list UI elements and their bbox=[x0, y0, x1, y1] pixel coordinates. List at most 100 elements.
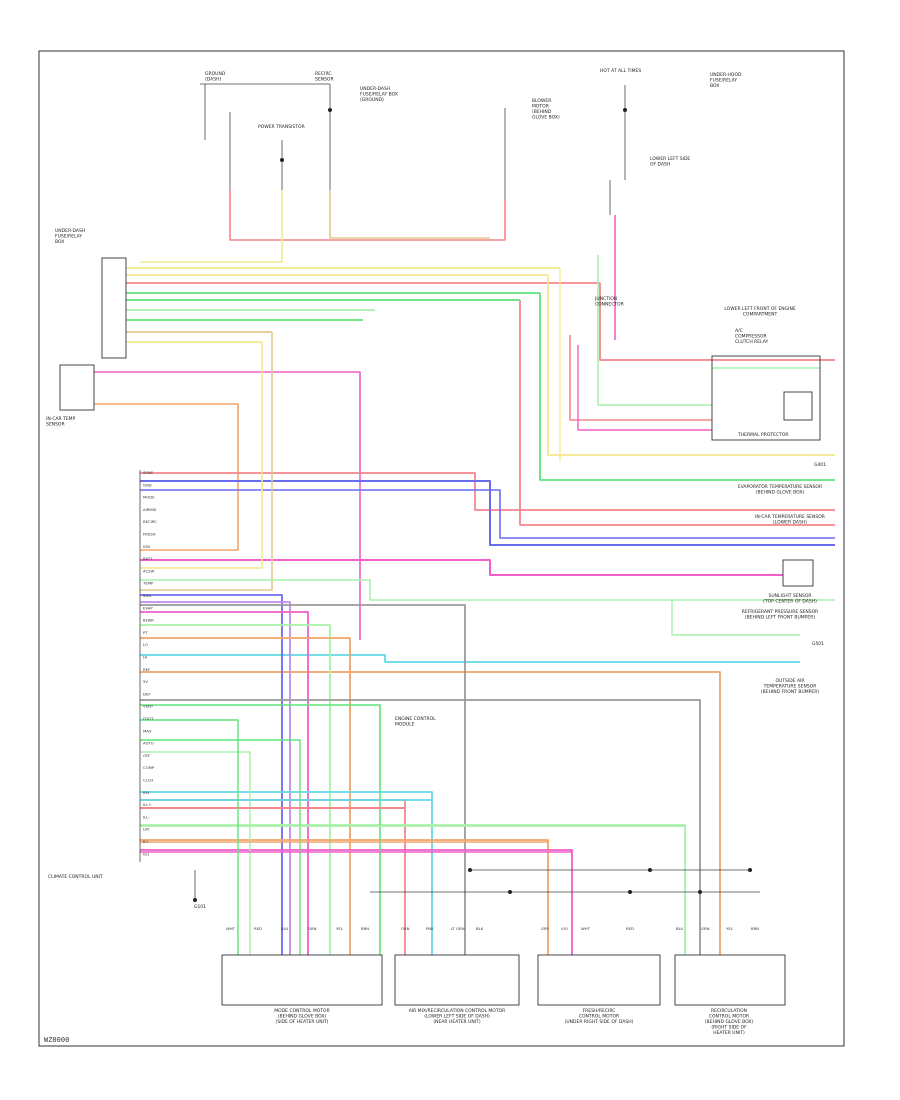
ccu-pin-label: 5V bbox=[143, 679, 148, 684]
label-outside-air-sensor-line: OUTSIDE AIR bbox=[775, 678, 804, 684]
terminal-code: BLU bbox=[676, 926, 684, 931]
structure bbox=[59, 83, 821, 1006]
relay-dot bbox=[280, 158, 284, 162]
label-climate-sensor-box-line: (LOWER DASH) bbox=[773, 520, 807, 526]
ccu-pin-label: ILL- bbox=[143, 814, 150, 819]
wire-lgrn-mode3 bbox=[140, 751, 251, 955]
label-outside-air-sensor-line: (BEHIND FRONT BUMPER) bbox=[761, 689, 819, 695]
ccu-pin-label: HI bbox=[143, 655, 147, 660]
label-under-dash-fuse-2-line: (GROUND) bbox=[360, 97, 384, 103]
label-mode-control-motor-line: (BEHIND GLOVE BOX) bbox=[278, 1014, 327, 1020]
label-mode-control-motor-line: (SIDE OF HEATER UNIT) bbox=[276, 1019, 329, 1025]
label-evaporator-sensor-line: (BEHIND GLOVE BOX) bbox=[756, 490, 805, 496]
label-in-car-sensor-line: SENSOR bbox=[46, 422, 65, 428]
label-lower-left-dash-line: LOWER LEFT SIDE bbox=[650, 156, 690, 162]
ref-dot-2 bbox=[748, 868, 752, 872]
wire-ccu-red bbox=[140, 472, 835, 511]
label-climate-control-unit-line: CLIMATE CONTROL UNIT bbox=[48, 874, 103, 880]
ccu-pin-label: SENS bbox=[143, 470, 154, 475]
wires bbox=[94, 190, 835, 955]
wire-orng-mode bbox=[140, 637, 351, 955]
ccu-pin-label: VENT bbox=[143, 704, 154, 709]
wire-lgrn-recirc bbox=[140, 824, 686, 955]
terminal-code: GRN bbox=[701, 926, 710, 931]
ccu-pin-label: FOOT bbox=[143, 716, 154, 721]
label-climate-sensor-box-line: IN-CAR TEMPERATURE SENSOR bbox=[755, 514, 825, 520]
label-blower-motor-line: (BEHIND bbox=[532, 109, 552, 115]
label-refrigerant-pressure-sensor-line: REFRIGERANT PRESSURE SENSOR bbox=[742, 609, 819, 615]
label-thermal-protector: THERMAL PROTECTOR bbox=[737, 432, 789, 438]
wire-incar-2 bbox=[94, 403, 239, 551]
ccu-pin-label: FRESH bbox=[143, 532, 156, 537]
wire-blue-mode bbox=[140, 594, 283, 955]
label-recirc-control-motor-line: (RIGHT SIDE OF bbox=[711, 1025, 747, 1031]
label-outside-air-sensor-line: TEMPERATURE SENSOR bbox=[763, 684, 817, 690]
terminal-code: WHT bbox=[226, 926, 236, 931]
label-fresh-recirc-motor-line: FRESH/RECIRC bbox=[583, 1008, 616, 1014]
wire-ccu-yel bbox=[140, 342, 263, 569]
label-under-hood-fuse-box-line: UNDER-HOOD bbox=[710, 72, 742, 78]
ccu-pin-label: ACSW bbox=[143, 568, 155, 573]
ccu-pin-label: REF bbox=[143, 667, 150, 672]
terminal-code: RED bbox=[626, 926, 634, 931]
wire-lgrn-mode bbox=[140, 624, 331, 955]
in-car-sensor-box bbox=[59, 364, 95, 411]
terminal-code: RED bbox=[254, 926, 262, 931]
wire-grn-mode2 bbox=[140, 739, 301, 955]
fuse-dot bbox=[328, 108, 332, 112]
wire-grn-evap bbox=[539, 293, 835, 481]
label-recirc-control-motor-line: HEATER UNIT) bbox=[713, 1030, 745, 1036]
wire-ccu-orng-recirc bbox=[140, 671, 721, 955]
terminal-code: GRY bbox=[541, 926, 549, 931]
gnd-dot-1 bbox=[628, 890, 632, 894]
wire-pink-fresh bbox=[140, 849, 573, 955]
terminal-code: BRN bbox=[751, 926, 759, 931]
label-ground-g501-line: G501 bbox=[812, 641, 824, 647]
wire-red-sensor bbox=[519, 300, 835, 526]
mode-motor-box bbox=[221, 954, 383, 1006]
wire-red-airmix bbox=[140, 799, 406, 955]
ccu-pin-label: BLWR bbox=[143, 618, 154, 623]
label-sunlight-sensor-line: SUNLIGHT SENSOR bbox=[769, 593, 812, 599]
label-recirc-control-motor-line: (BEHIND GLOVE BOX) bbox=[705, 1019, 754, 1025]
ccu-pin-label: BATT bbox=[143, 556, 153, 561]
wire-ccu-blue2 bbox=[140, 489, 835, 539]
wire-pink-therm bbox=[577, 345, 712, 431]
label-front-right-speaker-line: LOWER LEFT FRONT OF ENGINE bbox=[724, 306, 796, 312]
ref-dot-1 bbox=[648, 868, 652, 872]
labels: SENSGNDMODEAIRMIXRECIRCFRESHIGNBATTACSWT… bbox=[46, 68, 826, 1036]
ref-dot-0 bbox=[468, 868, 472, 872]
wire-fuse-blower bbox=[229, 190, 506, 241]
terminal-code: YEL bbox=[336, 926, 344, 931]
wire-red-relay bbox=[599, 283, 835, 361]
wire-lgrn-relay bbox=[597, 255, 712, 406]
wire-grn-motor bbox=[140, 704, 381, 955]
label-recirc-control-motor-line: RECIRCULATION bbox=[711, 1008, 747, 1014]
ccu-pin-label: AUTO bbox=[143, 741, 154, 746]
label-fresh-recirc-motor-line: (UNDER RIGHT SIDE OF DASH) bbox=[565, 1019, 634, 1025]
relay-coil bbox=[783, 391, 813, 421]
label-sunlight-sensor: SUNLIGHT SENSOR(TOP CENTER OF DASH) bbox=[763, 593, 817, 605]
label-under-dash-fuse-box-line: FUSE/RELAY bbox=[55, 234, 82, 240]
wire-ccu-tan bbox=[140, 332, 273, 591]
label-under-dash-fuse-2-line: UNDER-DASH bbox=[360, 86, 390, 92]
ccu-pin-label: AIRMIX bbox=[143, 507, 157, 512]
terminal-code: WHT bbox=[581, 926, 591, 931]
ccu-pin-label: EVAP bbox=[143, 605, 153, 610]
ccu-ground-dot bbox=[193, 898, 197, 902]
figure-code: WZ0000 bbox=[44, 1036, 69, 1044]
wire-grn-mode4 bbox=[140, 719, 239, 955]
label-junction-connector-line: CONNECTOR bbox=[595, 302, 624, 308]
label-ground-dash-line: (DASH) bbox=[205, 77, 221, 83]
label-refrigerant-pressure-sensor: REFRIGERANT PRESSURE SENSOR(BEHIND LEFT … bbox=[742, 609, 819, 621]
label-climate-sensor-box: IN-CAR TEMPERATURE SENSOR(LOWER DASH) bbox=[755, 514, 825, 526]
wire-ccu-sun bbox=[140, 559, 783, 576]
label-power-transistor-line: POWER TRANSISTOR bbox=[258, 124, 305, 130]
label-under-hood-fuse-box-line: FUSE/RELAY bbox=[710, 78, 737, 84]
ccu-pin-label: OFF bbox=[143, 753, 150, 758]
